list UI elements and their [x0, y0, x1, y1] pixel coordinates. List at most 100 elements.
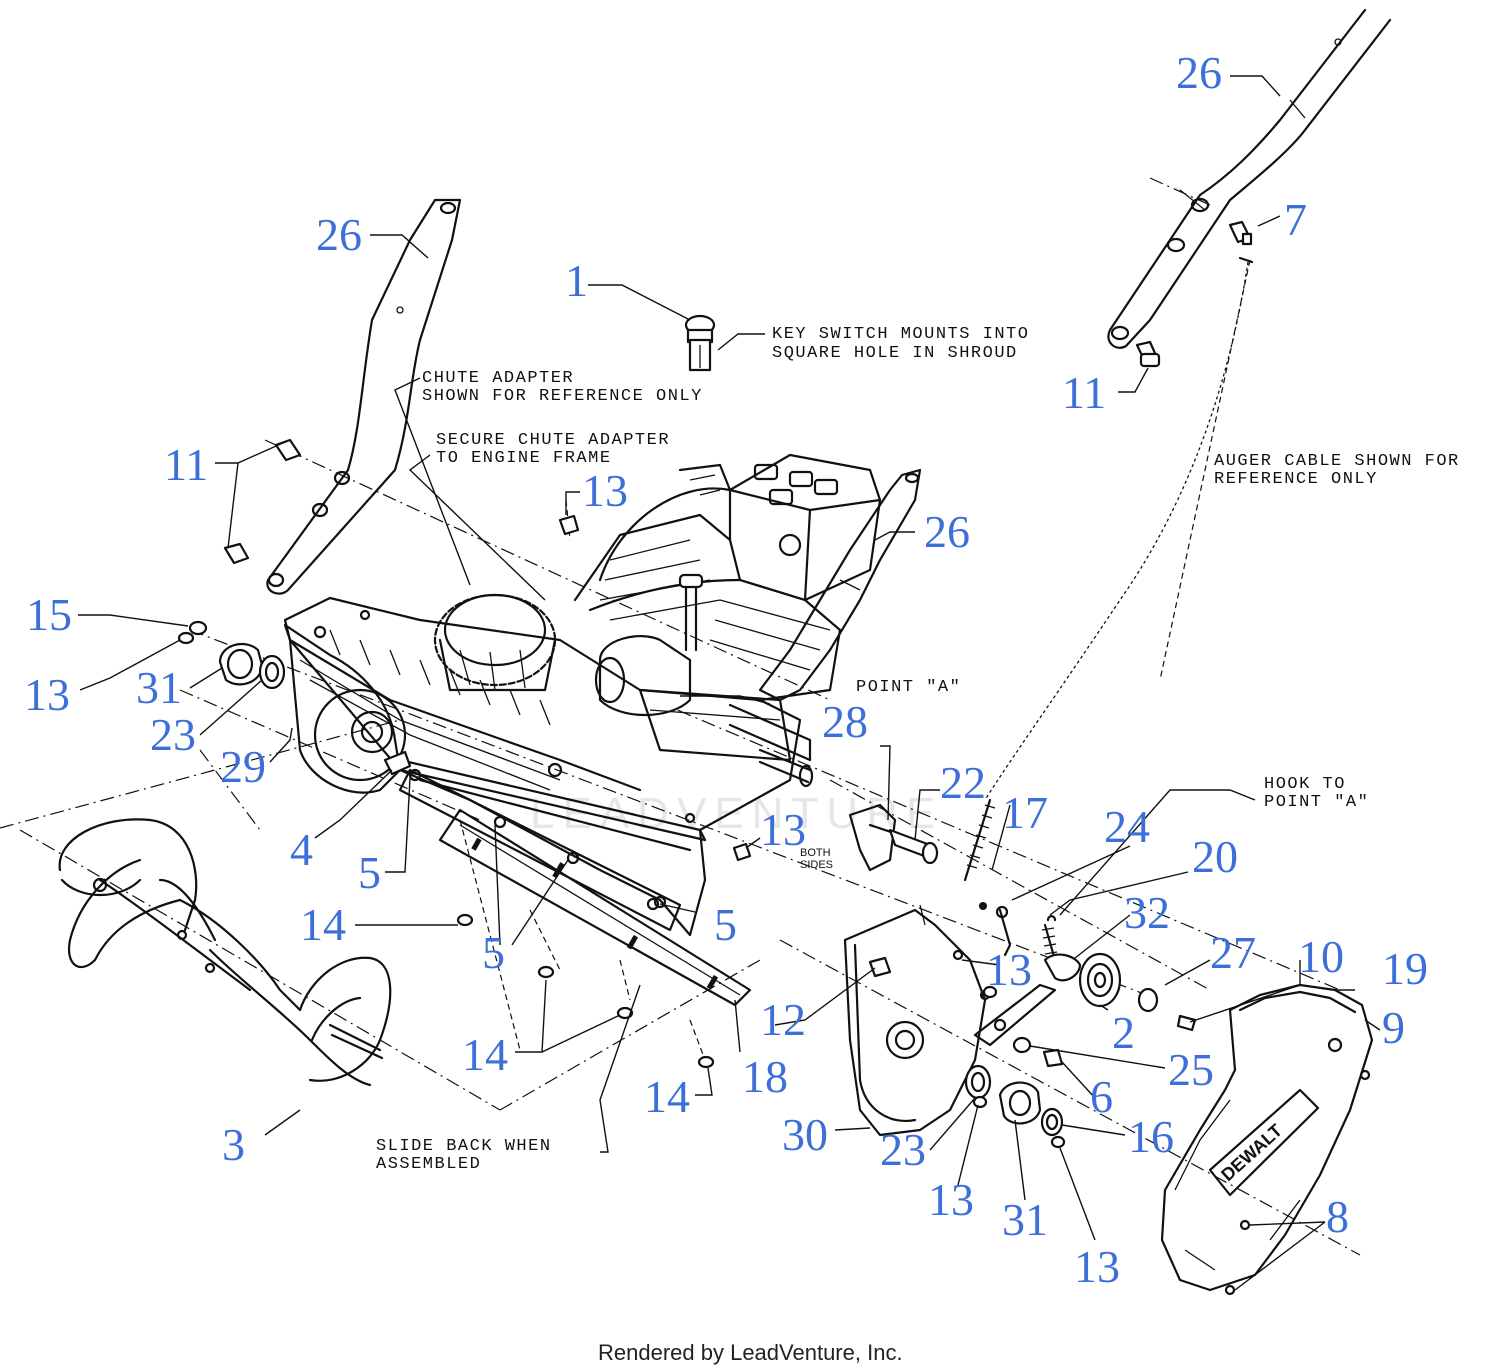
part-24	[995, 905, 1012, 957]
part-12	[868, 956, 892, 978]
callout-4: 4	[290, 824, 313, 875]
spring-20	[1041, 915, 1058, 962]
callout-14: 14	[644, 1071, 690, 1122]
callout-13: 13	[986, 944, 1032, 995]
bolt-6	[1042, 1048, 1064, 1068]
callout-18: 18	[742, 1051, 788, 1102]
note-hook-2: POINT "A"	[1264, 793, 1369, 812]
callout-11: 11	[164, 439, 208, 490]
leader-lines	[78, 75, 1381, 1291]
callout-29: 29	[220, 741, 266, 792]
callout-22: 22	[940, 757, 986, 808]
washer-25	[1012, 1036, 1032, 1054]
callout-13: 13	[928, 1174, 974, 1225]
part-16	[1040, 1107, 1064, 1137]
callout-7: 7	[1284, 194, 1307, 245]
callout-11: 11	[1062, 367, 1106, 418]
spring-17	[963, 798, 996, 910]
auger-cable	[984, 256, 1254, 801]
handle-right-lower	[758, 468, 922, 702]
bearing-23-right	[964, 1064, 992, 1100]
screw-13-top	[558, 514, 580, 536]
part-5-bars	[398, 768, 682, 932]
pin-22	[888, 828, 939, 865]
callout-24: 24	[1104, 801, 1150, 852]
callout-12: 12	[760, 994, 806, 1045]
side-plate-29	[283, 623, 407, 794]
callout-19: 19	[1382, 943, 1428, 994]
note-point-a: POINT "A"	[856, 678, 961, 697]
callout-13: 13	[582, 465, 628, 516]
note-auger-cable-1: AUGER CABLE SHOWN FOR	[1214, 452, 1460, 471]
auger-3	[58, 818, 392, 1087]
callout-13: 13	[1074, 1241, 1120, 1292]
callout-17: 17	[1002, 787, 1048, 838]
pulley-2	[1078, 952, 1122, 1008]
note-chute-ref-2: SHOWN FOR REFERENCE ONLY	[422, 387, 703, 406]
callout-27: 27	[1210, 927, 1256, 978]
callout-14: 14	[300, 899, 346, 950]
bolt-11-left	[223, 438, 302, 565]
screw-13-left	[177, 631, 195, 645]
callout-25: 25	[1168, 1044, 1214, 1095]
bolt-11-right	[1135, 340, 1161, 368]
callout-5: 5	[358, 847, 381, 898]
note-secure-2: TO ENGINE FRAME	[436, 449, 612, 468]
note-secure-1: SECURE CHUTE ADAPTER	[436, 431, 670, 450]
note-both-2: SIDES	[800, 859, 833, 871]
callout-23: 23	[150, 709, 196, 760]
spacer-27	[1137, 987, 1159, 1013]
note-auger-cable-2: REFERENCE ONLY	[1214, 470, 1378, 489]
scraper-18	[438, 808, 752, 1007]
idler-arm	[973, 983, 1057, 1047]
callout-32: 32	[1124, 887, 1170, 938]
callout-16: 16	[1128, 1111, 1174, 1162]
callout-31: 31	[136, 662, 182, 713]
callout-20: 20	[1192, 831, 1238, 882]
callout-9: 9	[1382, 1002, 1405, 1053]
callout-3: 3	[222, 1119, 245, 1170]
key-switch	[684, 314, 716, 372]
callout-26: 26	[316, 209, 362, 260]
footer-credit: Rendered by LeadVenture, Inc.	[598, 1340, 903, 1365]
callout-10: 10	[1298, 931, 1344, 982]
note-key-switch-1: KEY SWITCH MOUNTS INTO	[772, 325, 1029, 344]
watermark: LEADVENTURE	[530, 789, 943, 838]
callout-15: 15	[26, 589, 72, 640]
callout-26: 26	[1176, 47, 1222, 98]
callout-14: 14	[462, 1029, 508, 1080]
callout-28: 28	[822, 696, 868, 747]
callout-13: 13	[760, 804, 806, 855]
part-4	[383, 750, 412, 776]
note-slide-1: SLIDE BACK WHEN	[376, 1137, 552, 1156]
part-15	[188, 620, 208, 636]
brand-logo: DEWALT	[1217, 1120, 1286, 1185]
callout-13: 13	[24, 669, 70, 720]
housing-30	[843, 904, 991, 1137]
callouts: 26 7 11 26 1 11 13 26 15 13 31 23 29 4 5…	[24, 47, 1428, 1292]
bolt-7	[1228, 220, 1253, 246]
nuts-14	[456, 913, 715, 1069]
callout-26: 26	[924, 506, 970, 557]
callout-2: 2	[1112, 1007, 1135, 1058]
cover-9: DEWALT	[1160, 983, 1374, 1296]
bearing-23-left	[258, 654, 286, 690]
part-32	[1043, 953, 1082, 982]
callout-1: 1	[565, 255, 588, 306]
handle-right-top	[1107, 8, 1392, 349]
note-hook-1: HOOK TO	[1264, 775, 1346, 794]
screw-10	[1176, 1014, 1197, 1032]
callout-5: 5	[714, 899, 737, 950]
flange-31-left	[218, 642, 264, 686]
note-chute-ref-1: CHUTE ADAPTER	[422, 369, 574, 388]
note-slide-2: ASSEMBLED	[376, 1155, 481, 1174]
callout-31: 31	[1002, 1194, 1048, 1245]
callout-6: 6	[1090, 1071, 1113, 1122]
notes: KEY SWITCH MOUNTS INTO SQUARE HOLE IN SH…	[376, 325, 1460, 1174]
callout-8: 8	[1326, 1191, 1349, 1242]
note-both-1: BOTH	[800, 847, 831, 859]
callout-30: 30	[782, 1109, 828, 1160]
flange-31-right	[998, 1081, 1042, 1125]
callout-5: 5	[482, 927, 505, 978]
